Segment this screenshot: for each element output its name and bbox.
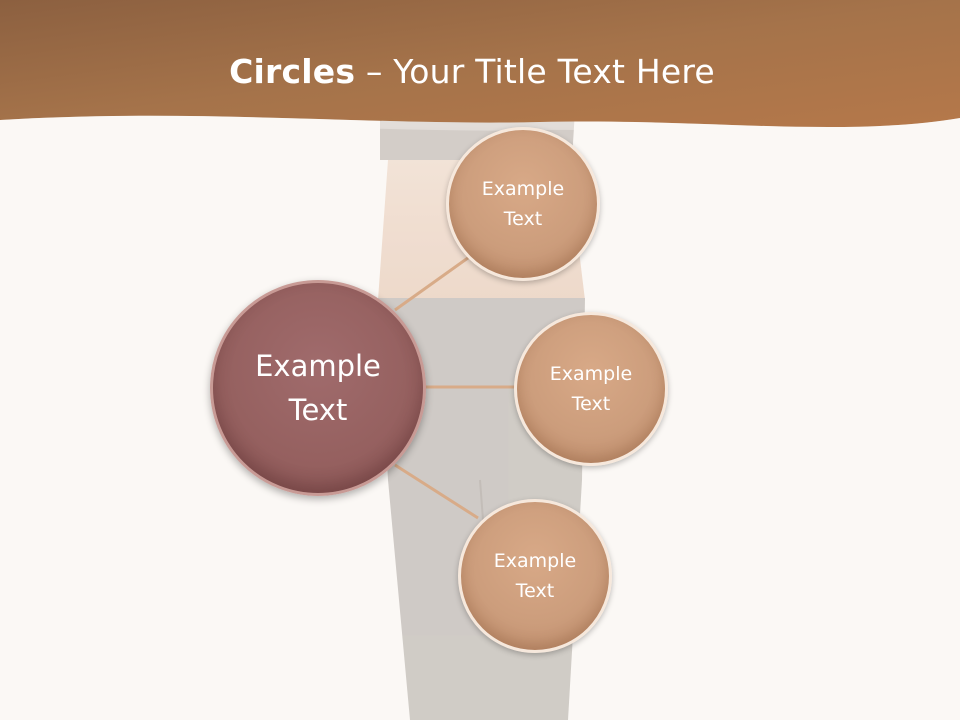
center-circle-text: Example Text (228, 344, 408, 432)
node-2-line2: Text (571, 393, 611, 415)
node-1-line1: Example (481, 178, 565, 200)
center-text-line2: Text (288, 393, 348, 427)
center-text-line1: Example (255, 349, 381, 383)
node-3-line2: Text (515, 580, 555, 602)
node-1-line2: Text (503, 208, 543, 230)
connector-bottom (394, 463, 479, 520)
node-3-line1: Example (493, 550, 577, 572)
node-circle-2: Example Text (514, 312, 668, 466)
title-rest: – Your Title Text Here (355, 52, 715, 91)
node-circle-3: Example Text (458, 499, 612, 653)
connector-top (394, 253, 473, 312)
node-2-text: Example Text (526, 359, 656, 419)
header-band (0, 0, 960, 128)
slide-title: Circles – Your Title Text Here (0, 52, 944, 91)
center-circle: Example Text (210, 280, 426, 496)
node-1-text: Example Text (458, 174, 588, 234)
node-3-text: Example Text (470, 546, 600, 606)
node-circle-1: Example Text (446, 127, 600, 281)
node-2-line1: Example (549, 363, 633, 385)
title-bold: Circles (229, 52, 356, 91)
